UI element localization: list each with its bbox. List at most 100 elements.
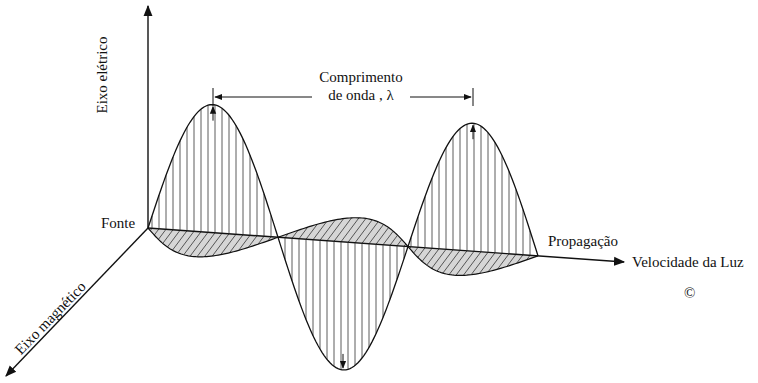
hatch-line <box>180 141 181 230</box>
field-arrow <box>343 354 344 368</box>
hatch-line <box>488 133 489 253</box>
hatch-line <box>425 197 426 248</box>
hatch-line <box>292 238 293 280</box>
hatch-line <box>250 155 251 235</box>
hatch-line <box>437 250 453 271</box>
hatch-line <box>523 209 524 254</box>
hatch-line <box>471 252 488 274</box>
hatch-line <box>418 217 419 248</box>
hatch-line <box>341 242 342 370</box>
hatch-line <box>397 246 398 280</box>
hatch-line <box>481 126 482 252</box>
tick-mark <box>473 88 474 106</box>
hatch-line <box>390 245 391 299</box>
propagation-axis <box>148 228 624 262</box>
hatch-line <box>453 136 454 249</box>
hatch-line <box>414 247 418 253</box>
electric-curve <box>148 105 538 370</box>
hatch-line <box>178 231 194 253</box>
hatch-line <box>449 251 467 275</box>
dimension-arrow <box>215 97 312 98</box>
hatch-line <box>463 252 481 276</box>
hatch-line <box>197 233 215 257</box>
axes <box>6 6 624 376</box>
magnetic-curve <box>148 218 538 276</box>
hatch-line <box>299 239 300 301</box>
hatch-line <box>167 230 180 247</box>
dimension-arrow <box>410 97 471 98</box>
electric-axis <box>147 6 148 228</box>
hatch-line <box>427 249 439 265</box>
hatch-line <box>456 251 474 275</box>
hatch-line <box>495 142 496 252</box>
hatch-line <box>327 219 344 241</box>
hatch-line <box>271 215 272 237</box>
hatch-line <box>355 243 356 366</box>
hatch-line <box>194 117 195 232</box>
hatch-line <box>341 218 359 242</box>
hatch-line <box>334 241 335 366</box>
origin-label: Fonte <box>101 214 135 232</box>
magnetic-fill <box>148 218 538 276</box>
hatch-line <box>166 175 167 229</box>
hatch-line <box>172 231 187 250</box>
hatch-line <box>516 189 517 254</box>
hatch-line <box>348 218 366 242</box>
hatch-line <box>376 244 377 333</box>
hatch-line <box>432 178 433 248</box>
hatch-line <box>362 243 363 358</box>
hatch-line <box>215 105 216 233</box>
hatch-line <box>158 229 166 239</box>
hatch-line <box>530 231 531 256</box>
axis-label: Velocidade da Luz <box>632 253 744 271</box>
hatch-line <box>362 222 378 244</box>
hatch-line <box>212 234 229 256</box>
hatch-line <box>201 109 202 232</box>
hatch-line <box>159 195 160 229</box>
hatch-line <box>509 171 510 254</box>
hatch-line <box>222 108 223 233</box>
hatch-line <box>229 115 230 234</box>
electric-wave <box>148 105 538 370</box>
hatch-line <box>257 174 258 236</box>
tick-mark <box>213 88 214 106</box>
copyright-mark: © <box>684 284 695 302</box>
hatch-line <box>348 242 349 369</box>
hatch-line <box>327 241 328 360</box>
axis-label: Propagação <box>548 232 618 250</box>
hatch-line <box>208 105 209 232</box>
hatch-line <box>236 126 237 235</box>
hatch-line <box>502 155 503 253</box>
hatch-line <box>369 224 384 243</box>
hatch-line <box>369 244 370 348</box>
axis-label: Eixo magnético <box>11 278 90 359</box>
hatch-line <box>264 194 265 236</box>
hatch-line <box>184 232 201 255</box>
hatch-line <box>313 240 314 336</box>
hatch-line <box>418 248 425 258</box>
field-arrow <box>213 107 214 121</box>
hatch-line <box>243 139 244 235</box>
hatch-line <box>443 250 460 273</box>
hatch-line <box>190 232 208 256</box>
hatch-line <box>446 148 447 250</box>
hatch-line <box>397 239 402 245</box>
magnetic-axis <box>6 228 148 376</box>
hatch-line <box>334 218 352 241</box>
hatch-line <box>383 245 384 318</box>
hatch-line <box>460 129 461 251</box>
hatch-line <box>154 229 159 235</box>
hatch-line <box>376 228 389 245</box>
hatch-line <box>390 235 398 245</box>
field-arrow <box>473 125 474 139</box>
hatch-line <box>474 123 475 251</box>
hatch-line <box>187 127 188 231</box>
hatch-line <box>285 238 286 260</box>
hatch-line <box>306 239 307 319</box>
axis-label: Eixo elétrico <box>93 36 111 113</box>
hatch-line <box>467 124 468 251</box>
hatch-line <box>173 157 174 230</box>
hatch-line <box>204 233 222 256</box>
